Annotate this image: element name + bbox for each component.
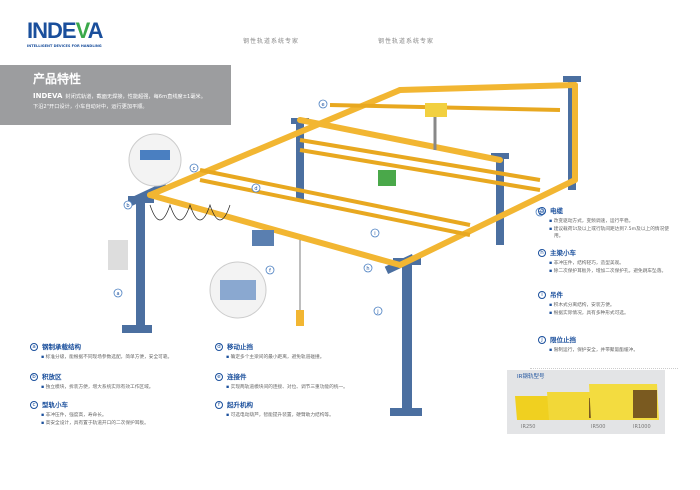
- feature-badge: h: [538, 249, 546, 257]
- rail-models-title: IR钢轨型号: [517, 374, 545, 380]
- feature-item: 实现两轨道模块间的连接、对位、调节三重功能的统一。: [226, 384, 365, 392]
- panel-title: 产品特性: [33, 72, 82, 86]
- feature-badge: i: [538, 291, 546, 299]
- rail-model-ir500: IR500: [591, 424, 606, 430]
- bridge-beams: [199, 103, 561, 237]
- feature-title: 主梁小车: [550, 249, 576, 257]
- svg-text:d: d: [254, 186, 257, 192]
- feature-item: 限制运行，保护安全，并带聚氨酯缓冲。: [549, 347, 678, 355]
- feature-badge: g: [538, 207, 546, 215]
- feature-title: 限位止挡: [550, 336, 576, 344]
- feature-title: 吊件: [550, 291, 563, 299]
- svg-text:j: j: [376, 309, 378, 315]
- feature-i: i 吊件积木式分离结构，安装方便。根据实际情况，具有多种形式可选。: [538, 290, 678, 317]
- panel-line1: 封闭式轨道，截面无焊接，性能超强，每6m直线度±1毫米。: [65, 94, 206, 100]
- hoist-front: [252, 230, 274, 246]
- feature-title: 型轨小车: [42, 401, 68, 409]
- panel-line2: 下沿2"开口设计，小车自动对中，运行更加平顺。: [33, 104, 148, 110]
- feature-title: 电缆: [550, 207, 563, 215]
- feature-badge: a: [30, 343, 38, 351]
- svg-text:f: f: [269, 268, 271, 274]
- cable-festoon: [108, 240, 128, 270]
- rail-model-ir250: IR250: [521, 424, 536, 430]
- feature-c: c 型轨小车非冲压件，强度高，寿命长。高安全设计，具有置于轨道开口的二次保护耳板。: [30, 400, 180, 427]
- feature-badge: b: [30, 373, 38, 381]
- brand-logo: INDEVA INTELLIGENT DEVICES FOR HANDLING: [27, 20, 103, 49]
- divider: [530, 368, 678, 369]
- feature-item: 改变驱动方式，变频调速，运行平稳。: [549, 218, 678, 226]
- slogan-right: 钢性轨道系统专家: [378, 38, 435, 45]
- rail-model-ir1000: IR1000: [633, 424, 651, 430]
- svg-text:b: b: [126, 203, 129, 209]
- hoist-green: [378, 170, 396, 186]
- feature-title: 积放区: [42, 373, 62, 381]
- feature-item: 除二次保护耳板外，增加二次保护孔，避免跳车坠落。: [549, 268, 678, 276]
- feature-j: j 限位止挡限制运行，保护安全，并带聚氨酯缓冲。: [538, 335, 678, 355]
- feature-badge: e: [215, 373, 223, 381]
- svg-text:e: e: [321, 102, 324, 108]
- feature-a: a 钢制承载结构标准分级，能根据不同现场参数选配，简单方便，安全可靠。: [30, 342, 180, 362]
- feature-badge: c: [30, 401, 38, 409]
- feature-h: h 主梁小车非冲压件，结构轻巧，造型美观。除二次保护耳板外，增加二次保护孔，避免跳…: [538, 248, 678, 275]
- brand-logo-mark: INDEVA: [27, 18, 103, 43]
- brand-tagline: INTELLIGENT DEVICES FOR HANDLING: [27, 44, 102, 48]
- feature-title: 钢制承载结构: [42, 343, 81, 351]
- svg-text:a: a: [116, 291, 119, 297]
- feature-item: 非冲压件，结构轻巧，造型美观。: [549, 260, 678, 268]
- feature-badge: d: [215, 343, 223, 351]
- rail-models-box: IR钢轨型号 IR250 IR500 IR1000: [507, 370, 665, 434]
- slogan-left: 钢性轨道系统专家: [243, 38, 300, 45]
- feature-item: 独立模块，拆装方便，增大系统实际有效工作区域。: [41, 384, 180, 392]
- feature-title: 起升机构: [227, 401, 253, 409]
- feature-title: 连接件: [227, 373, 247, 381]
- feature-g: g 电缆改变驱动方式，变频调速，运行平稳。建议载荷1t及以上或行轨间距达到7.5m…: [538, 206, 678, 241]
- feature-item: 非冲压件，强度高，寿命长。: [41, 412, 180, 420]
- feature-item: 高安全设计，具有置于轨道开口的二次保护耳板。: [41, 420, 180, 428]
- svg-text:i: i: [374, 231, 375, 237]
- svg-text:h: h: [366, 266, 369, 272]
- hoist-yellow: [425, 103, 447, 117]
- feature-item: 确定多个主梁间的最小距离，避免轨道碰撞。: [226, 354, 365, 362]
- feature-title: 移动止挡: [227, 343, 253, 351]
- panel-brand: INDEVA: [33, 92, 63, 100]
- feature-d: d 移动止挡确定多个主梁间的最小距离，避免轨道碰撞。: [215, 342, 365, 362]
- feature-f: f 起升机构可选电动葫芦，智能提升装置，硬臂助力结构等。: [215, 400, 365, 420]
- feature-item: 根据实际情况，具有多种形式可选。: [549, 310, 678, 318]
- feature-item: 积木式分离结构，安装方便。: [549, 302, 678, 310]
- feature-badge: j: [538, 336, 546, 344]
- rail-profiles: [515, 384, 659, 420]
- feature-e: e 连接件实现两轨道模块间的连接、对位、调节三重功能的统一。: [215, 372, 365, 392]
- feature-item: 标准分级，能根据不同现场参数选配，简单方便，安全可靠。: [41, 354, 180, 362]
- feature-item: 可选电动葫芦，智能提升装置，硬臂助力结构等。: [226, 412, 365, 420]
- svg-text:c: c: [193, 166, 196, 172]
- feature-item: 建议载荷1t及以上或行轨间距达到7.5m及以上的情况使用。: [549, 226, 678, 241]
- feature-b: b 积放区独立模块，拆装方便，增大系统实际有效工作区域。: [30, 372, 180, 392]
- support-posts: [122, 76, 581, 416]
- feature-badge: f: [215, 401, 223, 409]
